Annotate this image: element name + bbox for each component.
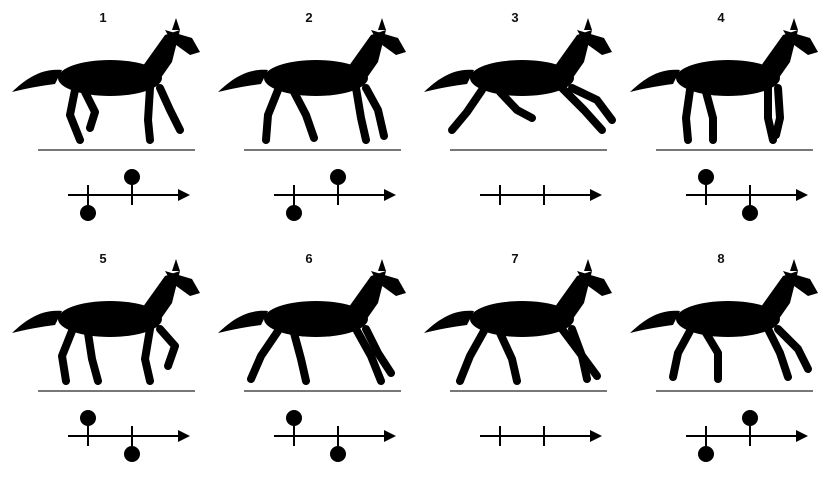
horse-silhouette [12, 259, 200, 392]
hoof-contact-marker [286, 410, 302, 426]
gait-frame: 1 [0, 0, 206, 241]
frame-number: 1 [99, 10, 107, 25]
arrow-head-icon [796, 430, 808, 442]
hoof-contact-marker [742, 410, 758, 426]
hoof-contact-marker [80, 205, 96, 221]
horse-silhouette [12, 18, 200, 151]
gait-frame: 3 [412, 0, 618, 241]
footfall-diagram [686, 169, 808, 221]
frame-number: 6 [305, 251, 313, 266]
gait-frame: 5 [0, 241, 206, 482]
frame-number: 2 [305, 10, 313, 25]
frame-number: 8 [717, 251, 725, 266]
footfall-diagram [274, 169, 396, 221]
arrow-head-icon [796, 189, 808, 201]
gait-frame: 7 [412, 241, 618, 482]
horse-silhouette [630, 18, 818, 151]
footfall-diagram [480, 426, 602, 446]
hoof-contact-marker [124, 446, 140, 462]
frame-number: 3 [511, 10, 519, 25]
frame-number: 4 [717, 10, 725, 25]
hoof-contact-marker [698, 446, 714, 462]
footfall-diagram [68, 169, 190, 221]
gait-frame: 8 [618, 241, 824, 482]
horse-silhouette [424, 259, 612, 392]
arrow-head-icon [384, 189, 396, 201]
gait-frame: 6 [206, 241, 412, 482]
horse-silhouette [630, 259, 818, 392]
gait-frame: 2 [206, 0, 412, 241]
footfall-diagram [274, 410, 396, 462]
horse-silhouette [218, 259, 406, 392]
gait-frame: 4 [618, 0, 824, 241]
hoof-contact-marker [80, 410, 96, 426]
arrow-head-icon [590, 189, 602, 201]
hoof-contact-marker [330, 446, 346, 462]
arrow-head-icon [178, 430, 190, 442]
hoof-contact-marker [124, 169, 140, 185]
hoof-contact-marker [698, 169, 714, 185]
hoof-contact-marker [742, 205, 758, 221]
hoof-contact-marker [286, 205, 302, 221]
horse-silhouette [424, 18, 616, 151]
frame-number: 7 [511, 251, 519, 266]
hoof-contact-marker [330, 169, 346, 185]
arrow-head-icon [590, 430, 602, 442]
footfall-diagram [686, 410, 808, 462]
arrow-head-icon [178, 189, 190, 201]
arrow-head-icon [384, 430, 396, 442]
frame-number: 5 [99, 251, 107, 266]
horse-silhouette [218, 18, 406, 151]
footfall-diagram [68, 410, 190, 462]
footfall-diagram [480, 185, 602, 205]
